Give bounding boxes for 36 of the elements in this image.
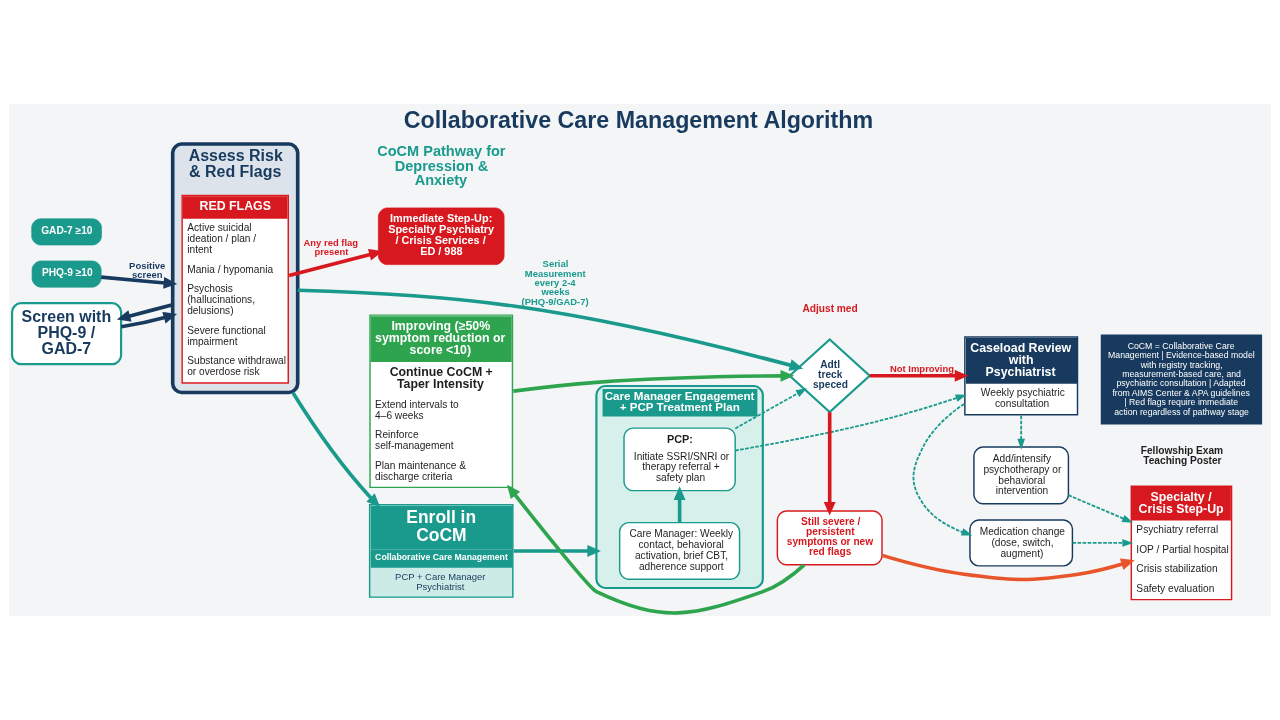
- label: CoCM Pathway for Depression & Anxiety: [377, 143, 506, 189]
- arrow: [116, 303, 174, 322]
- arrow: [734, 394, 967, 452]
- arrow: [912, 403, 973, 536]
- label: Adjust med: [802, 303, 858, 315]
- arrow: [1067, 494, 1134, 523]
- node-box: Immediate Step-Up: Specialty Psychiatry / Crisis Services / ED / 988: [378, 207, 505, 265]
- node-box: PHQ-9 ≥10: [31, 260, 102, 288]
- label: Fellowship Exam Teaching Poster: [1140, 444, 1224, 466]
- node-box: Screen with PHQ-9 / GAD-7: [11, 302, 123, 366]
- arrow: [507, 484, 806, 615]
- edge-label: Not Improving: [890, 363, 954, 375]
- arrow: [1071, 539, 1134, 547]
- edge-label: Serial Measurement every 2-4 weeks (PHQ-9/GAD-7): [521, 258, 589, 307]
- node-box: Still severe / persistent symptoms or new red flags: [776, 510, 883, 566]
- arrow: [881, 553, 1135, 582]
- node-box: Care Manager: Weekly contact, behavioral activation, brief CBT, adherence support: [618, 521, 741, 581]
- node-box: PCP: Initiate SSRI/SNRI or therapy referral + safety plan: [623, 427, 736, 492]
- node-box: Add/intensify psychotherapy or behavioral intervention: [973, 446, 1070, 505]
- diagram-title: Collaborative Care Management Algorithm: [403, 106, 874, 133]
- arrow: [121, 311, 178, 329]
- arrow: [100, 275, 178, 289]
- node-box: Medication change (dose, switch, augment): [969, 519, 1074, 567]
- arrow: [1017, 414, 1025, 450]
- arrow: [513, 369, 795, 393]
- edge-label: Positive screen: [129, 259, 166, 280]
- arrow: [673, 486, 686, 523]
- arrow: [297, 288, 804, 371]
- caption: CoCM = Collaborative Care Management | Evidence-based model with registry tracking, measurement-based care, and psychiatric consultation | Adapted from AIMS Center & APA guidelines | Red flags require immediate action regardless of pathway stage: [1108, 340, 1255, 417]
- arrow: [291, 391, 381, 508]
- arrow: [869, 369, 969, 382]
- arrow: [734, 388, 807, 430]
- arrow: [513, 545, 601, 557]
- edge-label: Any red flag present: [303, 237, 359, 258]
- node-box: GAD-7 ≥10: [31, 218, 102, 246]
- arrow: [823, 412, 836, 516]
